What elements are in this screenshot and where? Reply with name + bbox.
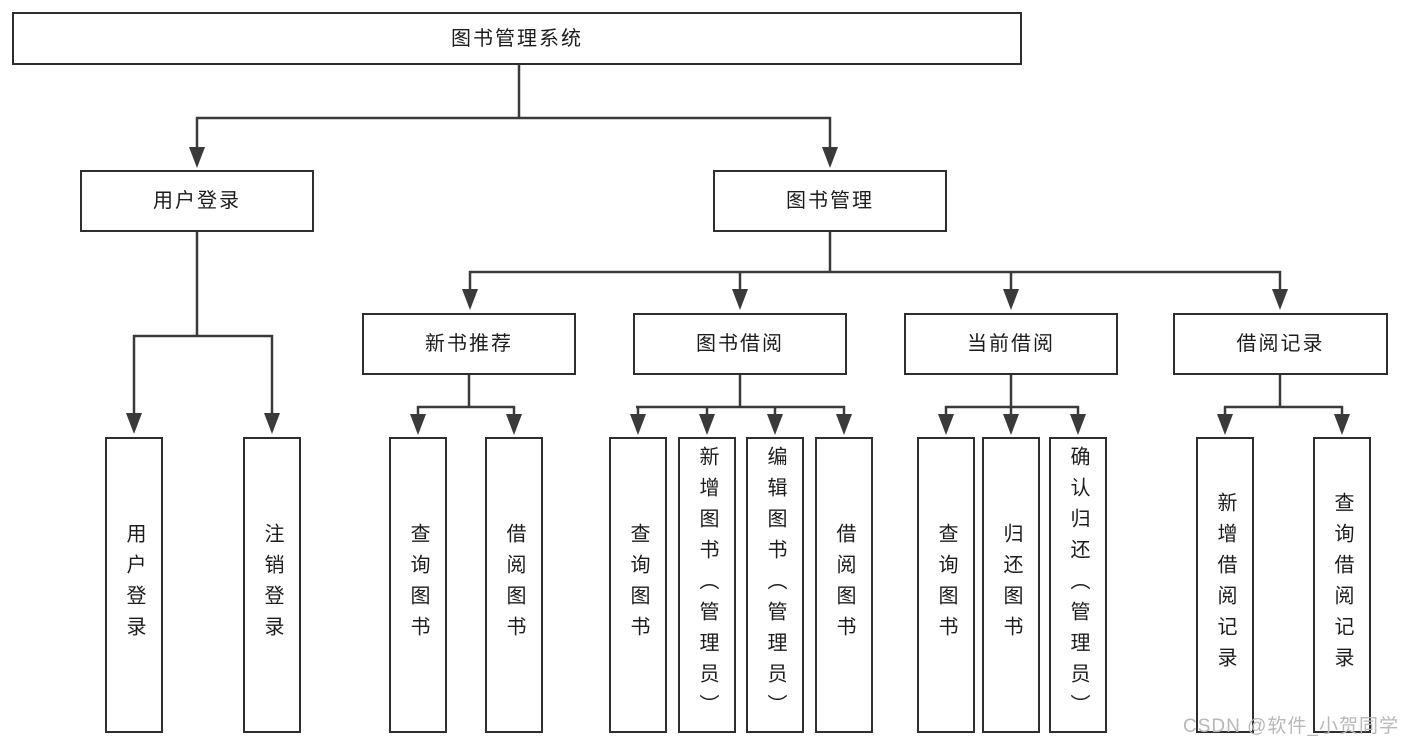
leaf-cb-query-books: 查询图书 <box>917 437 975 733</box>
arrowhead <box>938 414 954 435</box>
node-user-login: 用户登录 <box>80 170 314 232</box>
connector-book-borrow-children <box>630 375 852 435</box>
node-current-borrow: 当前借阅 <box>904 313 1118 375</box>
arrowhead <box>1272 289 1288 310</box>
connector-current-borrow-children <box>938 375 1086 435</box>
arrowhead <box>699 414 715 435</box>
arrowhead <box>462 289 478 310</box>
arrowhead <box>189 147 205 168</box>
leaf-bb-query-books: 查询图书 <box>609 437 667 733</box>
leaf-br-add-record: 新增借阅记录 <box>1196 437 1254 733</box>
leaf-cb-confirm-return-admin: 确认归还（管理员） <box>1049 437 1107 733</box>
arrowhead <box>1070 414 1086 435</box>
arrowhead <box>1334 414 1350 435</box>
node-borrow-record: 借阅记录 <box>1173 313 1388 375</box>
leaf-bb-borrow-books: 借阅图书 <box>815 437 873 733</box>
arrowhead <box>836 414 852 435</box>
arrowhead <box>767 414 783 435</box>
arrowhead <box>264 413 280 434</box>
node-book-borrow: 图书借阅 <box>633 313 847 375</box>
connector-borrow-record-children <box>1217 375 1350 435</box>
leaf-nb-query-books: 查询图书 <box>389 437 447 733</box>
arrowhead <box>506 414 522 435</box>
connector-book-management-children <box>462 232 1288 310</box>
leaf-user-login: 用户登录 <box>105 437 163 733</box>
leaf-br-query-record: 查询借阅记录 <box>1313 437 1371 733</box>
arrowhead <box>410 414 426 435</box>
arrowhead <box>732 289 748 310</box>
arrowhead <box>822 147 838 168</box>
arrowhead <box>630 414 646 435</box>
node-library-management-system: 图书管理系统 <box>12 12 1022 65</box>
leaf-nb-borrow-books: 借阅图书 <box>485 437 543 733</box>
node-new-book-recommend: 新书推荐 <box>362 313 576 375</box>
node-book-management: 图书管理 <box>713 170 947 232</box>
arrowhead <box>1217 414 1233 435</box>
connector-root-to-level2 <box>189 64 838 168</box>
leaf-logout: 注销登录 <box>243 437 301 733</box>
watermark: CSDN @软件_小贺同学 <box>1183 716 1399 737</box>
leaf-bb-edit-books-admin: 编辑图书（管理员） <box>746 437 804 733</box>
leaf-cb-return-books: 归还图书 <box>982 437 1040 733</box>
arrowhead <box>126 413 142 434</box>
connector-new-book-recommend-children <box>410 375 522 435</box>
arrowhead <box>1003 414 1019 435</box>
connector-user-login-children <box>126 232 280 434</box>
arrowhead <box>1003 289 1019 310</box>
leaf-bb-add-books-admin: 新增图书（管理员） <box>678 437 736 733</box>
